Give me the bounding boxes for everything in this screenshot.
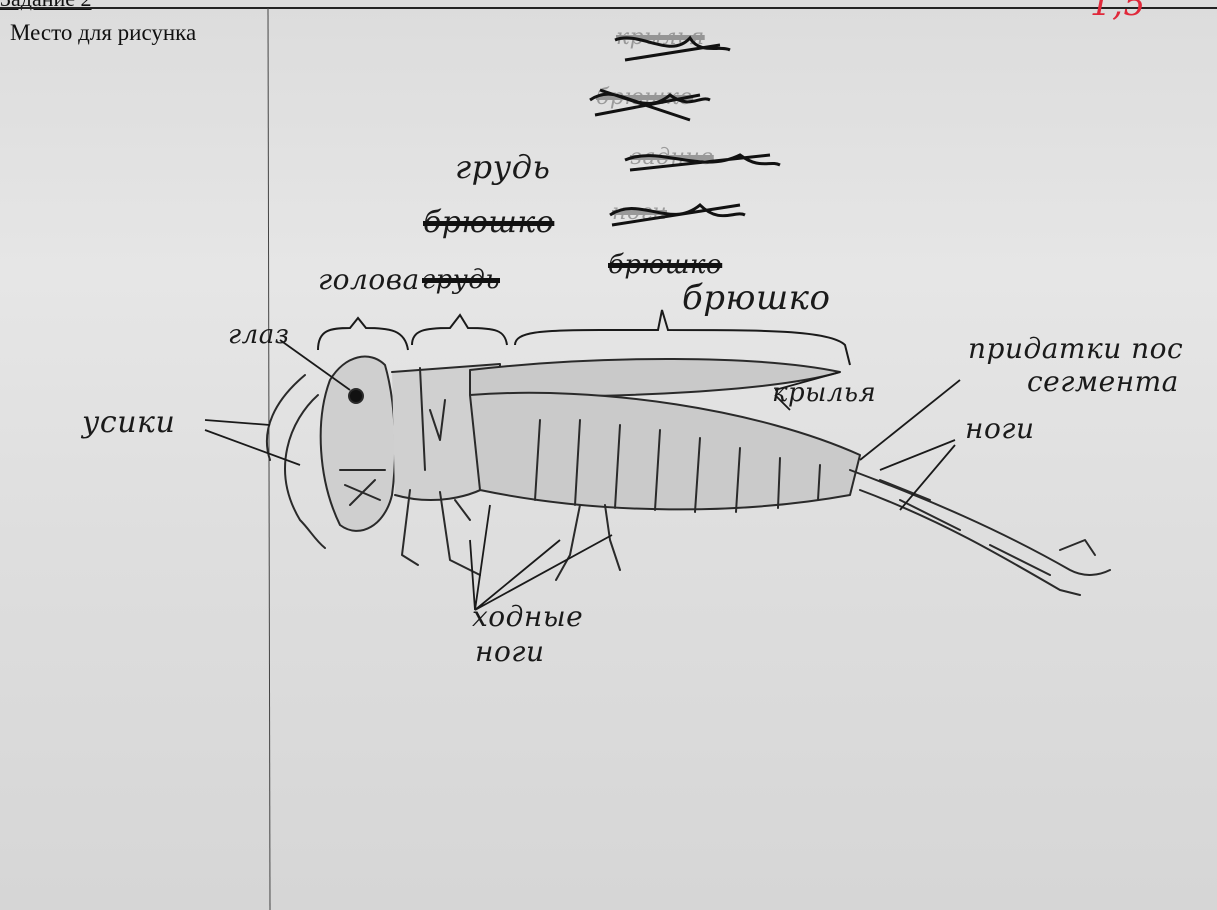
label-antennae: усики <box>82 405 175 440</box>
label-chest: грудь <box>455 148 550 186</box>
grade-mark: 1,5 <box>1090 0 1146 24</box>
label-legs: ноги <box>965 412 1034 445</box>
label-walking-legs-1: ходные <box>472 600 583 633</box>
label-appendages-2: сегмента <box>1027 365 1179 398</box>
label-struck-1: крылья <box>616 25 705 50</box>
label-abdomen-struck: брюшко <box>608 250 722 280</box>
label-struck-2: брюшко <box>596 85 693 110</box>
label-struck-4: ноги <box>612 200 667 225</box>
head-bracket <box>318 318 408 350</box>
label-appendages-1: придатки пос <box>968 332 1183 365</box>
label-head-struck: грудь <box>422 265 500 295</box>
walking-legs-pointer <box>470 505 612 610</box>
label-eye: глаз <box>228 320 289 350</box>
chest-bracket <box>412 315 507 345</box>
label-head: голова <box>318 263 420 296</box>
label-chest-struck: брюшко <box>423 205 554 240</box>
legs-pointer <box>880 440 955 510</box>
scribbles <box>590 38 780 225</box>
abdomen-bracket <box>515 310 850 365</box>
label-struck-3: задние <box>630 145 714 170</box>
grasshopper-body <box>267 357 1110 595</box>
label-abdomen: брюшко <box>682 278 830 318</box>
eye-pointer <box>280 340 350 390</box>
label-wings: крылья <box>772 378 876 408</box>
segment-brackets <box>318 310 850 365</box>
label-walking-legs-2: ноги <box>475 635 544 668</box>
